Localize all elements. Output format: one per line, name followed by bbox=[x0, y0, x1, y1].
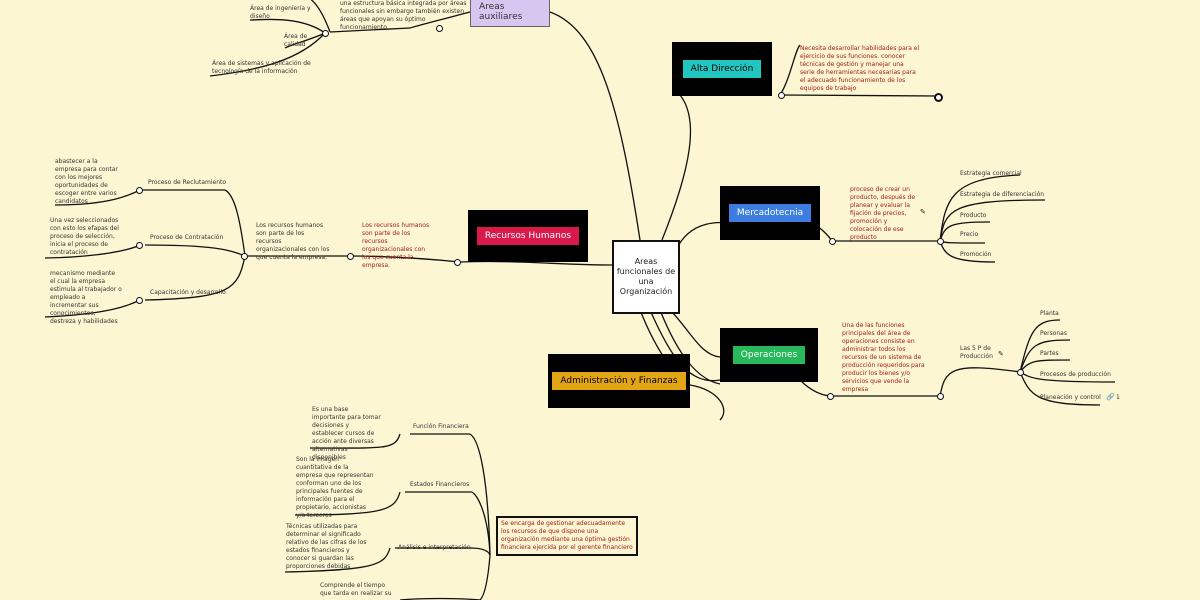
node-areas-auxiliares[interactable]: Areas auxiliares bbox=[470, 0, 550, 27]
aux-item-ingenieria: Área de ingeniería y diseño bbox=[250, 5, 311, 20]
oper-child-4: Procesos de producción bbox=[1040, 371, 1111, 378]
connector-dot bbox=[778, 92, 785, 99]
alta-direccion-note: Necesita desarrollar habilidades para el… bbox=[800, 45, 920, 92]
connector-dot bbox=[136, 187, 143, 194]
operaciones-hub: Las 5 P de Producción bbox=[960, 345, 993, 360]
node-operaciones-label: Operaciones bbox=[732, 346, 806, 364]
connector-dot bbox=[937, 238, 944, 245]
connector-dot bbox=[454, 259, 461, 266]
rh-note-contratacion: Una vez seleccionados con esto los efapa… bbox=[50, 217, 119, 256]
connector-dot bbox=[347, 253, 354, 260]
admin-note: Se encarga de gestionar adecuadamente lo… bbox=[496, 516, 638, 556]
connector-dot bbox=[937, 393, 944, 400]
connector-dot bbox=[829, 238, 836, 245]
merc-child-1: Estrategia comercial bbox=[960, 170, 1022, 177]
operaciones-note: Una de las funciones principales del áre… bbox=[842, 322, 925, 393]
aux-item-sistemas: Área de sistemas y aplicación de tecnolo… bbox=[212, 60, 311, 75]
central-topic-label: Areas funcionales de una Organización bbox=[616, 257, 676, 296]
central-topic[interactable]: Areas funcionales de una Organización bbox=[612, 240, 680, 314]
oper-child-3: Partes bbox=[1040, 350, 1059, 357]
node-recursos-humanos-label: Recursos Humanos bbox=[476, 227, 580, 245]
rh-child-reclutamiento: Proceso de Reclutamiento bbox=[148, 179, 227, 186]
admin-note-analisis: Técnicas utilizadas para determinar el s… bbox=[286, 523, 367, 570]
admin-child-estados: Estados Financieros bbox=[410, 481, 470, 488]
node-administracion-finanzas-label: Administración y Finanzas bbox=[552, 372, 686, 390]
admin-note-estados: Son la imagen cuantitativa de la empresa… bbox=[296, 456, 374, 519]
node-alta-direccion-label: Alta Dirección bbox=[682, 60, 762, 78]
rh-child-contratacion: Proceso de Contratación bbox=[150, 234, 224, 241]
oper-child-1: Planta bbox=[1040, 310, 1059, 317]
admin-note-funcion: Es una base importante para tomar decisi… bbox=[312, 406, 381, 461]
node-areas-auxiliares-label: Areas auxiliares bbox=[470, 0, 550, 27]
admin-child-funcion: Función Financiera bbox=[413, 423, 469, 430]
connector-dot bbox=[827, 393, 834, 400]
link-count: 1 bbox=[1116, 394, 1120, 401]
node-recursos-humanos[interactable]: Recursos Humanos bbox=[468, 210, 588, 262]
connector-dot bbox=[436, 25, 443, 32]
node-mercadotecnia[interactable]: Mercadotecnia bbox=[720, 186, 820, 240]
link-icon[interactable]: 🔗 bbox=[1106, 393, 1115, 401]
oper-child-2: Personas bbox=[1040, 330, 1067, 337]
merc-child-5: Promoción bbox=[960, 251, 992, 258]
node-operaciones[interactable]: Operaciones bbox=[720, 328, 818, 382]
connector-dot bbox=[136, 297, 143, 304]
rh-note-b: Los recursos humanos son parte de los re… bbox=[362, 222, 430, 269]
rh-child-capacitacion: Capacitación y desarrollo bbox=[150, 289, 226, 296]
rh-note-capacitacion: mecanismo mediante el cual la empresa es… bbox=[50, 270, 122, 325]
note-icon[interactable]: ✎ bbox=[920, 208, 926, 216]
merc-child-3: Producto bbox=[960, 212, 987, 219]
merc-child-4: Precio bbox=[960, 231, 979, 238]
node-administracion-finanzas[interactable]: Administración y Finanzas bbox=[548, 354, 690, 408]
connector-dot bbox=[136, 242, 143, 249]
rh-note-a: Los recursos humanos son parte de los re… bbox=[256, 222, 330, 261]
node-alta-direccion[interactable]: Alta Dirección bbox=[672, 42, 772, 96]
connector-dot bbox=[241, 253, 248, 260]
connector-dot bbox=[934, 93, 943, 102]
mercadotecnia-note: proceso de crear un producto, después de… bbox=[850, 186, 916, 241]
note-icon[interactable]: ✎ bbox=[998, 350, 1004, 358]
auxiliares-intro: una estructura básica integrada por área… bbox=[340, 0, 467, 31]
rh-note-reclutamiento: abastecer a la empresa para contar con l… bbox=[55, 158, 118, 205]
connector-dot bbox=[322, 30, 329, 37]
aux-item-calidad: Área de calidad bbox=[284, 33, 308, 48]
admin-note-tiempo: Comprende el tiempo que tarda en realiza… bbox=[320, 582, 392, 597]
connector-dot bbox=[1017, 369, 1024, 376]
node-mercadotecnia-label: Mercadotecnia bbox=[728, 204, 812, 222]
merc-child-2: Estrategia de diferenciación bbox=[960, 191, 1045, 198]
oper-child-5: Planeación y control bbox=[1040, 394, 1101, 401]
admin-child-analisis: Análisis e interpretación bbox=[398, 544, 471, 551]
